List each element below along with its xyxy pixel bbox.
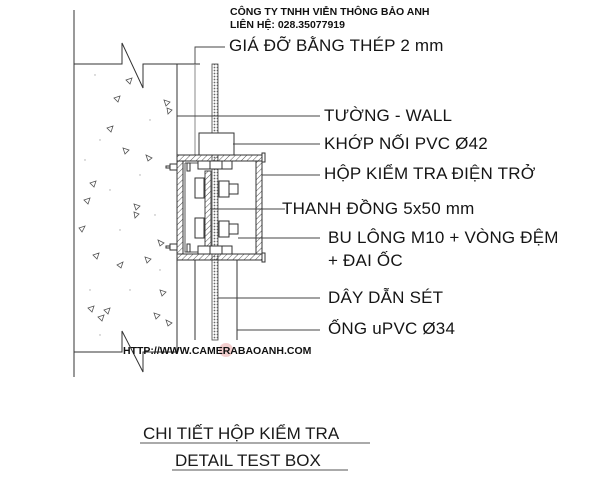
drawing-title-vi: CHI TIẾT HỘP KIỂM TRA bbox=[143, 424, 340, 443]
upvc-pipe-shape bbox=[194, 260, 238, 340]
company-name: CÔNG TY TNHH VIỄN THÔNG BẢO ANH bbox=[230, 6, 430, 18]
title-underlines bbox=[140, 442, 370, 471]
label-bolt-line2: + ĐAI ỐC bbox=[328, 251, 403, 270]
label-down-conductor: DÂY DẪN SÉT bbox=[328, 288, 444, 307]
concrete-speckles bbox=[84, 74, 161, 336]
copper-bar-rod bbox=[211, 63, 219, 341]
watermark-url: HTTP://WWW.CAMERABAOANH.COM bbox=[123, 345, 312, 357]
label-upvc-pipe: ỐNG uPVC Ø34 bbox=[328, 319, 456, 338]
label-pvc-coupling: KHỚP NỐI PVC Ø42 bbox=[324, 134, 488, 153]
watermark-blur bbox=[219, 343, 233, 357]
leader-lines bbox=[177, 46, 320, 331]
concrete-aggregate bbox=[78, 77, 173, 327]
label-bolt-line1: BU LÔNG M10 + VÒNG ĐỆM bbox=[328, 228, 559, 247]
company-contact: LIÊN HỆ: 028.35077919 bbox=[230, 19, 345, 31]
wall-section bbox=[73, 10, 200, 377]
test-box-shape bbox=[165, 152, 266, 263]
drawing-title-en: DETAIL TEST BOX bbox=[175, 451, 321, 470]
label-wall: TƯỜNG - WALL bbox=[324, 106, 453, 125]
label-support-bracket: GIÁ ĐỠ BẰNG THÉP 2 mm bbox=[229, 36, 444, 55]
label-copper-bar: THANH ĐỒNG 5x50 mm bbox=[282, 199, 475, 218]
pvc-coupling-shape bbox=[198, 132, 235, 156]
label-test-box: HỘP KIỂM TRA ĐIỆN TRỞ bbox=[324, 164, 536, 183]
